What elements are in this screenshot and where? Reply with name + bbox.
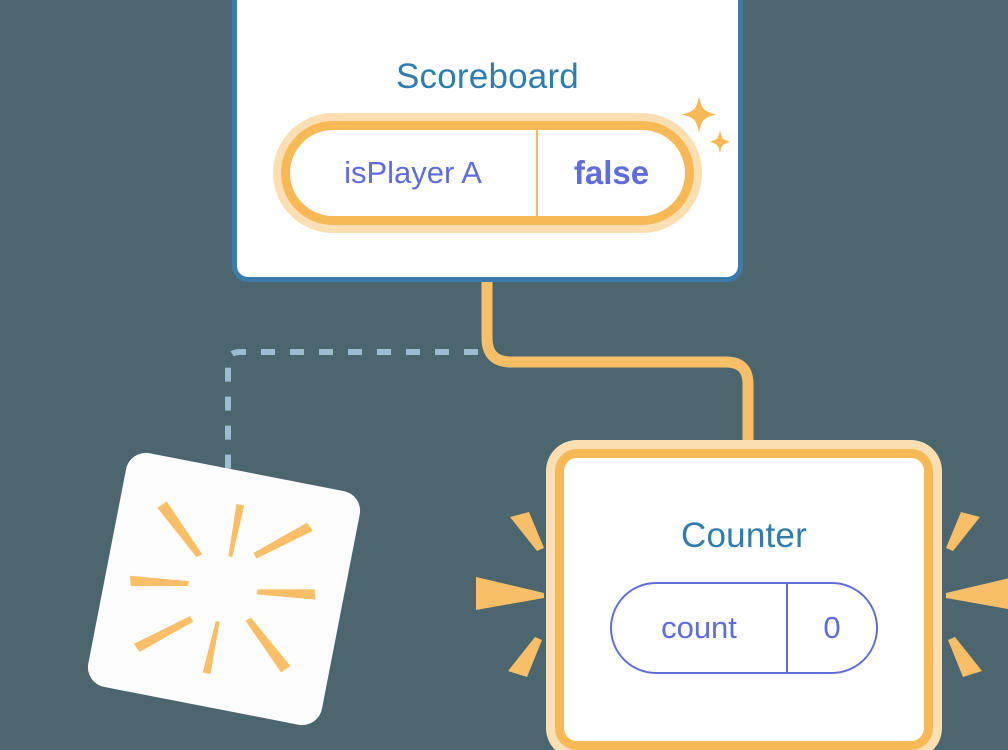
sparkle-large-icon <box>681 96 717 133</box>
burst-ray-e <box>256 589 316 600</box>
component-title-scoreboard: Scoreboard <box>396 57 579 96</box>
sparkle-group-scoreboard <box>681 96 731 154</box>
burst-ray-right-bottom <box>948 637 982 677</box>
burst-ray-w <box>129 575 189 587</box>
state-value-isplayer-a: false <box>573 154 650 191</box>
state-value-count: 0 <box>823 610 841 645</box>
burst-ray-se <box>245 617 291 673</box>
component-card-scoreboard[interactable]: Scoreboard isPlayer A false <box>232 0 743 282</box>
burst-ray-s <box>202 621 220 674</box>
burst-rays-counter-right <box>946 512 1008 677</box>
burst-rays-counter-left <box>476 512 544 677</box>
connector-dashed-scoreboard-to-blank-card <box>225 349 478 476</box>
burst-ray-left-top <box>510 512 544 551</box>
burst-ray-nw <box>157 501 203 558</box>
burst-ray-right-top <box>946 512 980 551</box>
component-card-counter[interactable]: Counter count 0 <box>555 449 933 750</box>
burst-ray-ne <box>253 522 313 559</box>
burst-rays-blank-card <box>129 501 316 674</box>
burst-ray-right-mid <box>946 578 1008 609</box>
connector-solid-scoreboard-to-counter <box>481 280 754 462</box>
component-title-counter: Counter <box>681 516 807 555</box>
burst-ray-sw <box>133 616 194 653</box>
burst-ray-n <box>228 503 245 557</box>
state-pill-row-scoreboard: isPlayer A false <box>237 97 738 225</box>
state-pill-count[interactable]: count 0 <box>610 582 878 674</box>
state-key-count: count <box>612 584 788 672</box>
state-pill-isplayer-a[interactable]: isPlayer A false <box>281 121 694 225</box>
burst-ray-left-mid <box>476 577 544 610</box>
state-key-isplayer-a: isPlayer A <box>290 130 538 216</box>
state-pill-row-counter: count 0 <box>564 556 924 674</box>
sparkle-small-icon <box>709 130 731 154</box>
burst-ray-left-bottom <box>508 637 542 677</box>
component-card-blank[interactable] <box>84 449 364 729</box>
